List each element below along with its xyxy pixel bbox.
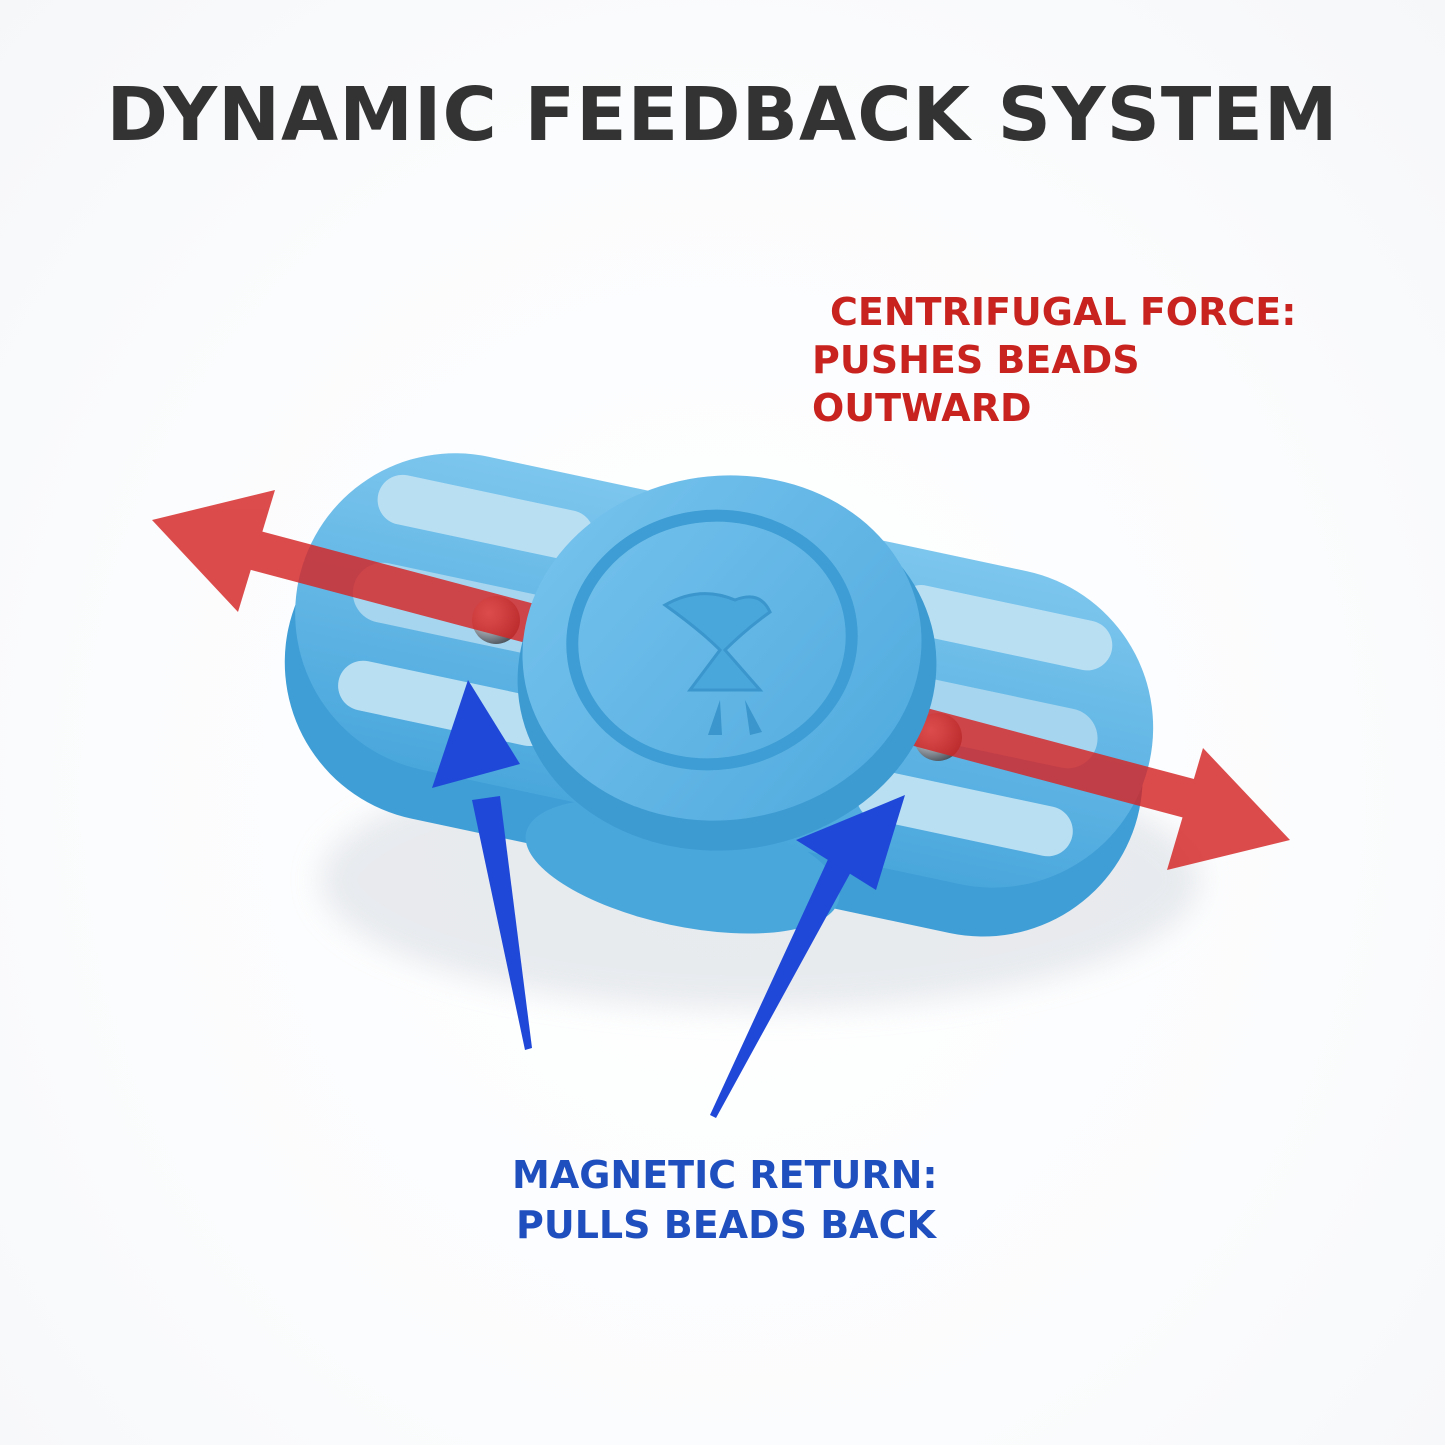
magnetic-line-2: PULLS BEADS BACK bbox=[516, 1203, 936, 1247]
magnetic-arrow-left bbox=[432, 680, 532, 1050]
magnetic-return-label: MAGNETIC RETURN: PULLS BEADS BACK bbox=[500, 1150, 960, 1250]
center-coin bbox=[517, 475, 937, 851]
slot-top-right bbox=[896, 585, 1113, 671]
centrifugal-force-label: CENTRIFUGAL FORCE: PUSHES BEADS OUTWARD bbox=[800, 288, 1370, 432]
magnetic-line-1: MAGNETIC RETURN: bbox=[512, 1153, 938, 1197]
magnetic-arrow-right bbox=[710, 795, 905, 1118]
slot-bottom-left bbox=[338, 660, 555, 747]
slot-bottom-right bbox=[856, 770, 1073, 857]
centrifugal-line-1: CENTRIFUGAL FORCE: bbox=[830, 290, 1297, 334]
slot-top-left bbox=[377, 474, 594, 561]
centrifugal-line-2: PUSHES BEADS OUTWARD bbox=[812, 338, 1140, 430]
page-title: DYNAMIC FEEDBACK SYSTEM bbox=[106, 72, 1339, 158]
logo-icon bbox=[662, 592, 772, 692]
